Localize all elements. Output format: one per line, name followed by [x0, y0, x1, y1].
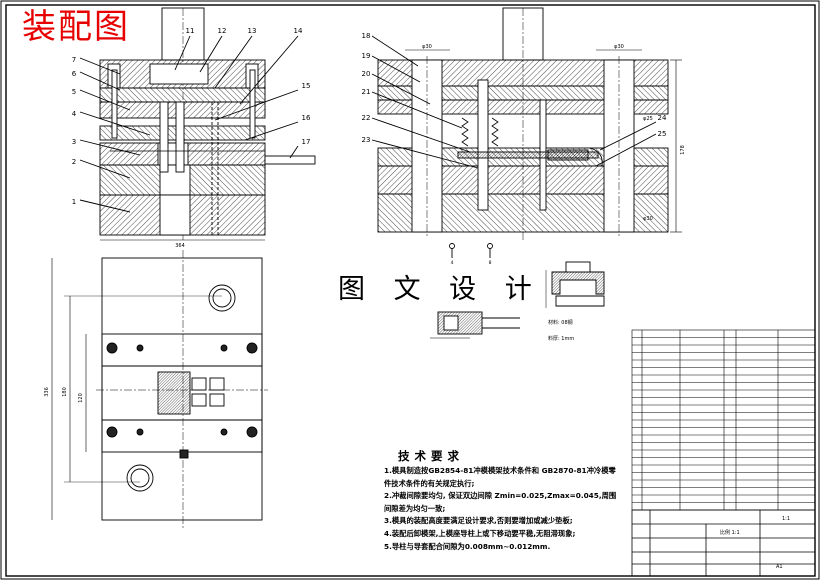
assembly-drawing-stamp: 装配图: [22, 7, 130, 47]
title-drawing-no: 比例 1:1: [720, 529, 740, 536]
dim-plan-inner: 180: [62, 387, 68, 397]
requirement-item: 4.装配后卸模架,上模座导柱上或下移动要平稳,无阻滞现象;: [384, 528, 576, 538]
punch-1: [159, 101, 169, 173]
dim-plan-height: 336: [44, 387, 50, 397]
part-number-label: 20: [362, 70, 371, 78]
inner-border: [5, 4, 816, 577]
part-number-label: 1: [72, 198, 76, 206]
requirement-item: 2.冲裁间隙要均匀, 保证双边间隙 Zmin=0.025,Zmax=0.045,…: [384, 491, 617, 513]
watermark-text: 图 文 设 计: [338, 274, 542, 305]
dim-top-fit-right: φ30: [614, 44, 624, 50]
section-label-2: 8: [489, 260, 492, 266]
strip-guide: [264, 155, 316, 165]
title-sheet: A1: [776, 564, 783, 570]
requirement-item: 3.模具的装配高度要满足设计要求,否则要增加或减少垫板;: [384, 516, 573, 526]
part-number-label: 13: [248, 27, 257, 35]
dim-plan-inner2: 120: [78, 393, 84, 403]
requirement-item: 1.模具制造按GB2854-81冲模模架技术条件和 GB2870-81冲冷模零件…: [384, 466, 616, 488]
punch-2: [175, 101, 185, 173]
dim-side-height: 178: [680, 145, 686, 155]
part-thickness: 料厚: 1mm: [548, 335, 574, 342]
dim-low-fit: φ30: [643, 216, 653, 222]
requirements-title: 技术要求: [398, 449, 464, 463]
side-section-view: [371, 7, 682, 258]
part-number-label: 12: [218, 27, 227, 35]
requirements-list: 1.模具制造按GB2854-81冲模模架技术条件和 GB2870-81冲冷模零件…: [384, 465, 620, 553]
part-number-label: 16: [302, 114, 311, 122]
bom-table: [631, 329, 816, 511]
part-number-label: 22: [362, 114, 371, 122]
backing-plate: [99, 87, 266, 103]
dim-top-fit-left: φ30: [422, 44, 432, 50]
dim-width: 364: [175, 243, 185, 249]
part-detail-channel: [545, 261, 605, 308]
part-number-label: 21: [362, 88, 371, 96]
part-detail-small: [430, 311, 520, 339]
title-scale: 1:1: [782, 516, 790, 522]
part-number-label: 7: [72, 56, 76, 64]
dim-mid-fit: φ25: [643, 116, 653, 122]
part-number-label: 18: [362, 32, 371, 40]
part-number-label: 4: [72, 110, 77, 118]
part-number-label: 24: [658, 114, 667, 122]
section-label-1: 4: [451, 260, 454, 266]
title-block: [631, 509, 816, 577]
part-number-label: 23: [362, 136, 371, 144]
part-number-label: 14: [294, 27, 303, 35]
part-number-label: 11: [186, 27, 195, 35]
part-number-label: 15: [302, 82, 311, 90]
part-number-label: 3: [72, 138, 76, 146]
requirement-item: 5.导柱与导套配合间隙为0.008mm~0.012mm.: [384, 541, 551, 551]
part-number-label: 19: [362, 52, 371, 60]
part-material: 材料: 08钢: [548, 319, 573, 326]
part-number-label: 6: [72, 70, 77, 78]
part-number-label: 25: [658, 130, 667, 138]
front-section-view: [79, 7, 316, 241]
part-number-label: 5: [72, 88, 76, 96]
part-number-label: 17: [302, 138, 311, 146]
part-number-label: 2: [72, 158, 76, 166]
plan-view: [51, 250, 268, 528]
